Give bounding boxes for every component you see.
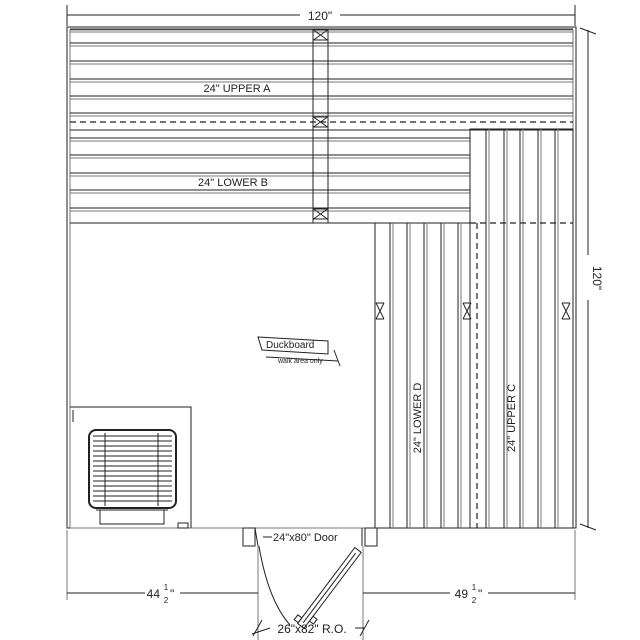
support-cross [375,302,385,320]
door-label: 24"x80" Door [273,532,338,544]
bench-lower-d-label: 24" LOWER D [412,383,424,454]
right-dimension-label: 120" [590,266,604,290]
rough-opening-label: 26"x82" R.O. [277,622,346,636]
heater-enclosure [70,406,192,529]
right-dimension: 120" [579,27,604,531]
left-offset-dimension: 44 1 2 " [66,530,259,640]
walk-area-text: walk area only [277,358,323,365]
bench-upper-a-label: 24" UPPER A [204,83,272,95]
duckboard-label: Duckboard walk area only [257,336,341,367]
right-offset-whole: 49 [455,587,469,601]
bench-upper-c-label: 24" UPPER C [506,384,518,452]
bench-lower-d: 24" LOWER D [374,222,471,529]
door[interactable]: 24"x80" Door [242,527,378,631]
bench-lower-b-label: 24" LOWER B [198,177,268,189]
bench-upper-c: 24" UPPER C [469,128,574,529]
walls [66,26,577,529]
right-offset-unit: " [478,587,482,601]
support-cross [313,208,328,220]
support-cross [313,116,328,128]
sauna-heater-icon [88,429,177,525]
bench-upper-a: 24" UPPER A [70,28,573,131]
bench-supports [375,302,571,320]
right-offset-num: 1 [472,583,477,592]
duckboard-text: Duckboard [266,340,314,351]
support-cross [313,29,328,41]
right-offset-dimension: 49 1 2 " [362,530,576,640]
support-beam [312,29,329,224]
support-cross [462,302,472,320]
support-cross [561,302,571,320]
left-offset-num: 1 [164,583,169,592]
rough-opening-dimension: 26"x82" R.O. [251,619,370,637]
bench-lower-b: 24" LOWER B [70,137,470,224]
left-offset-whole: 44 [147,587,161,601]
top-dimension-label: 120" [308,9,332,23]
left-offset-unit: " [170,587,174,601]
right-offset-den: 2 [472,596,477,605]
left-offset-den: 2 [164,596,169,605]
top-dimension: 120" [66,5,576,26]
